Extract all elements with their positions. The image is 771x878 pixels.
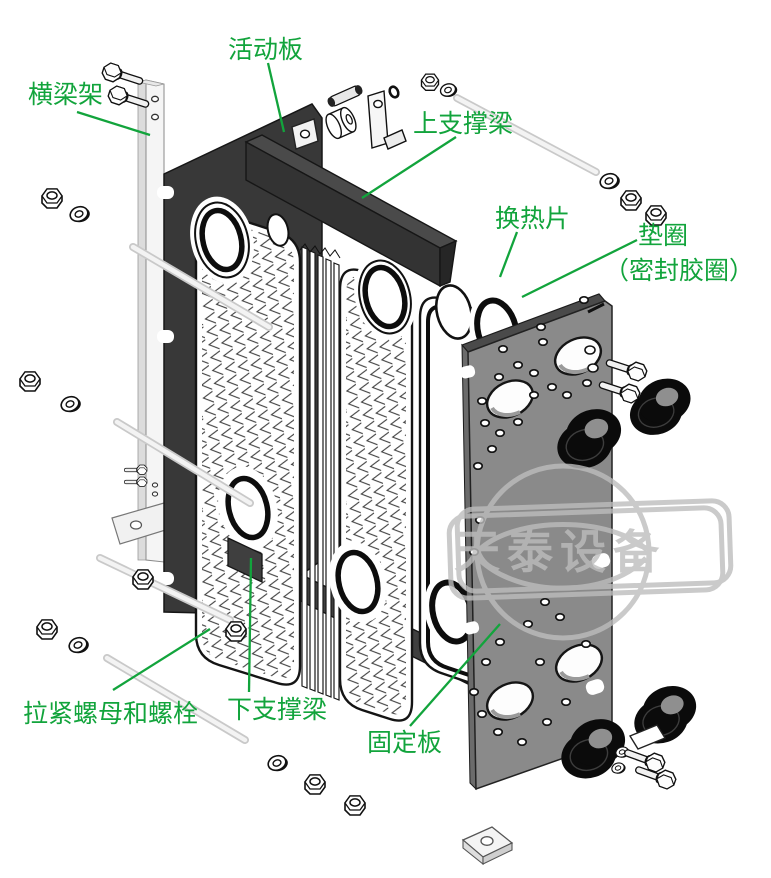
- label-upper-support-beam: 上支撑梁: [413, 109, 513, 138]
- label-movable-plate: 活动板: [228, 35, 303, 64]
- hex-nut: [19, 371, 41, 392]
- hex-nut: [41, 188, 63, 209]
- hex-nut: [420, 73, 440, 92]
- washer: [67, 202, 93, 226]
- leader-lower-support-beam: [247, 557, 253, 693]
- watermark-text: 天泰设备: [454, 525, 666, 579]
- plate-stack: [190, 196, 416, 722]
- hex-nut: [344, 795, 366, 816]
- heat-plate-second: [329, 254, 416, 722]
- watermark-banner-back: [454, 498, 734, 594]
- cylinder-pin: [327, 85, 363, 107]
- watermark-circle: [474, 463, 652, 641]
- stack-edge-strips: [299, 243, 341, 701]
- small-bolt: [124, 476, 148, 487]
- tie-rod: [453, 94, 600, 176]
- washer: [597, 169, 623, 193]
- base-block: [461, 826, 514, 866]
- tie-rod: [103, 654, 249, 744]
- lower-beam-left-tip: [227, 536, 263, 584]
- washer: [265, 751, 291, 775]
- upper-support-beam-part: [244, 134, 458, 288]
- o-ring: [386, 84, 402, 100]
- heat-plate-front: [190, 196, 302, 686]
- tie-rods: [96, 94, 600, 744]
- leader-heat-plate: [498, 231, 519, 278]
- label-gasket-paren: （密封胶圈）: [604, 256, 754, 285]
- leader-upper-support-beam: [361, 136, 457, 199]
- watermark-swoosh-top: [477, 522, 649, 552]
- tie-rod: [129, 243, 273, 331]
- watermark-banner: [446, 505, 726, 601]
- beam-frame-column: [111, 79, 173, 563]
- label-lower-support-beam: 下支撑梁: [227, 695, 327, 724]
- leader-gasket: [521, 238, 638, 299]
- angle-bracket: [367, 90, 407, 150]
- label-tie-nut-bolt: 拉紧螺母和螺栓: [23, 699, 198, 728]
- annotations: 横梁架 活动板 上支撑梁 换热片 垫圈 （密封胶圈） 拉紧螺母和螺栓 下支撑梁 …: [23, 35, 754, 757]
- leader-beam-frame: [76, 110, 151, 137]
- washer: [66, 633, 92, 657]
- label-heat-plate: 换热片: [495, 204, 570, 233]
- hex-nut: [225, 621, 247, 642]
- leader-fixed-plate: [409, 623, 501, 727]
- hex-nut: [132, 569, 154, 590]
- top-small-parts: [325, 85, 407, 150]
- bottom-right-hardware: [609, 724, 679, 792]
- hex-nut: [620, 190, 642, 211]
- leader-tie-nut-bolt: [112, 628, 211, 691]
- label-fixed-plate: 固定板: [367, 728, 442, 757]
- hex-nut: [304, 774, 326, 795]
- watermark: 天泰设备: [446, 463, 734, 641]
- label-beam-frame: 横梁架: [28, 80, 103, 109]
- washer: [58, 392, 84, 416]
- tie-rod: [96, 554, 234, 624]
- label-gasket: 垫圈: [638, 221, 688, 250]
- small-bolt: [124, 464, 148, 475]
- roller-bushing: [325, 106, 357, 140]
- hex-nut: [36, 619, 58, 640]
- leader-movable-plate: [266, 62, 286, 133]
- tie-rod: [113, 418, 254, 507]
- fixed-plate-bolt-holes: [468, 295, 593, 747]
